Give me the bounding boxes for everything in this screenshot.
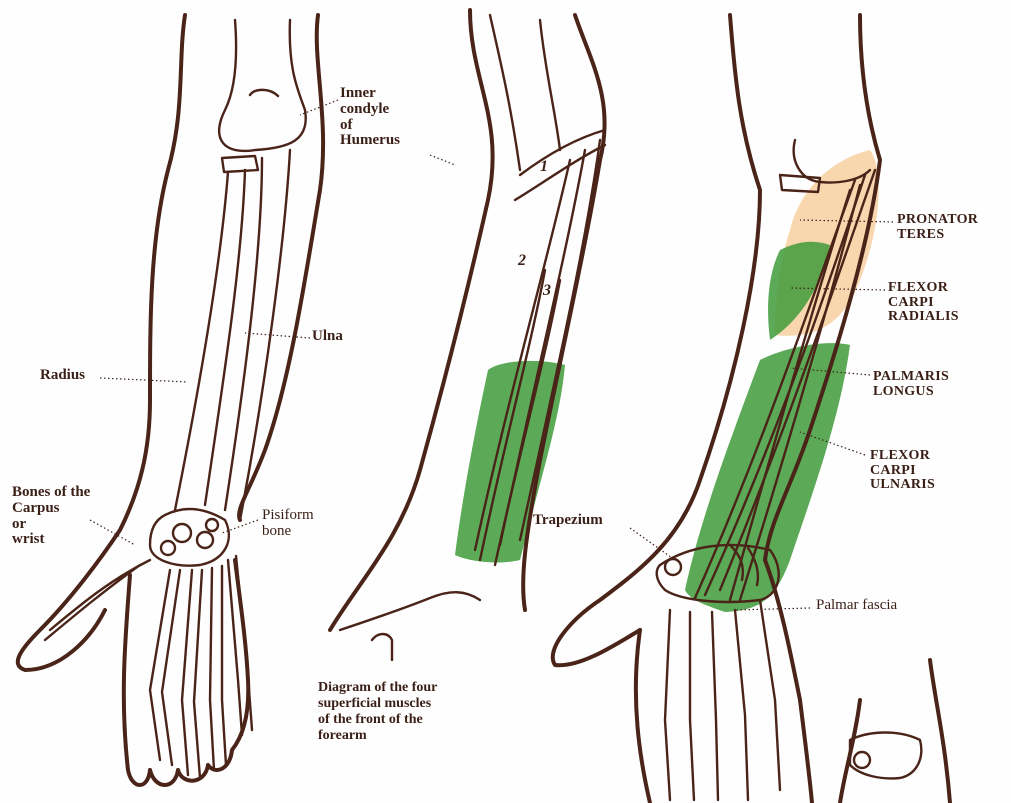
label-trapezium: Trapezium bbox=[533, 513, 603, 529]
label-radius: Radius bbox=[40, 368, 85, 384]
label-palmaris-longus: PALMARIS LONGUS bbox=[873, 370, 949, 399]
right-arm-muscles bbox=[553, 15, 950, 803]
label-palmar-fascia: Palmar fascia bbox=[816, 598, 897, 614]
label-inner-condyle-of-humerus: Inner condyle of Humerus bbox=[340, 86, 400, 149]
left-arm-outline-left bbox=[18, 15, 185, 670]
radius-bone bbox=[175, 170, 245, 510]
label-flexor-carpi-ulnaris: FLEXOR CARPI ULNARIS bbox=[870, 449, 935, 493]
label-bones-of-carpus: Bones of the Carpus or wrist bbox=[12, 485, 90, 548]
muscle-number-1: 1 bbox=[540, 158, 548, 176]
label-pisiform-bone: Pisiform bone bbox=[262, 508, 314, 540]
humerus-outline bbox=[219, 20, 306, 151]
muscle-number-3: 3 bbox=[543, 282, 551, 300]
left-arm-outline-right bbox=[239, 15, 323, 520]
muscle-number-2: 2 bbox=[518, 252, 526, 270]
label-ulna: Ulna bbox=[312, 329, 343, 345]
carpus-bones bbox=[150, 509, 229, 566]
label-flexor-carpi-radialis: FLEXOR CARPI RADIALIS bbox=[888, 281, 959, 325]
label-pronator-teres: PRONATOR TERES bbox=[897, 213, 978, 242]
diagram-caption: Diagram of the four superficial muscles … bbox=[318, 680, 437, 744]
left-arm-skeleton bbox=[18, 15, 323, 785]
middle-green-region bbox=[455, 361, 565, 563]
